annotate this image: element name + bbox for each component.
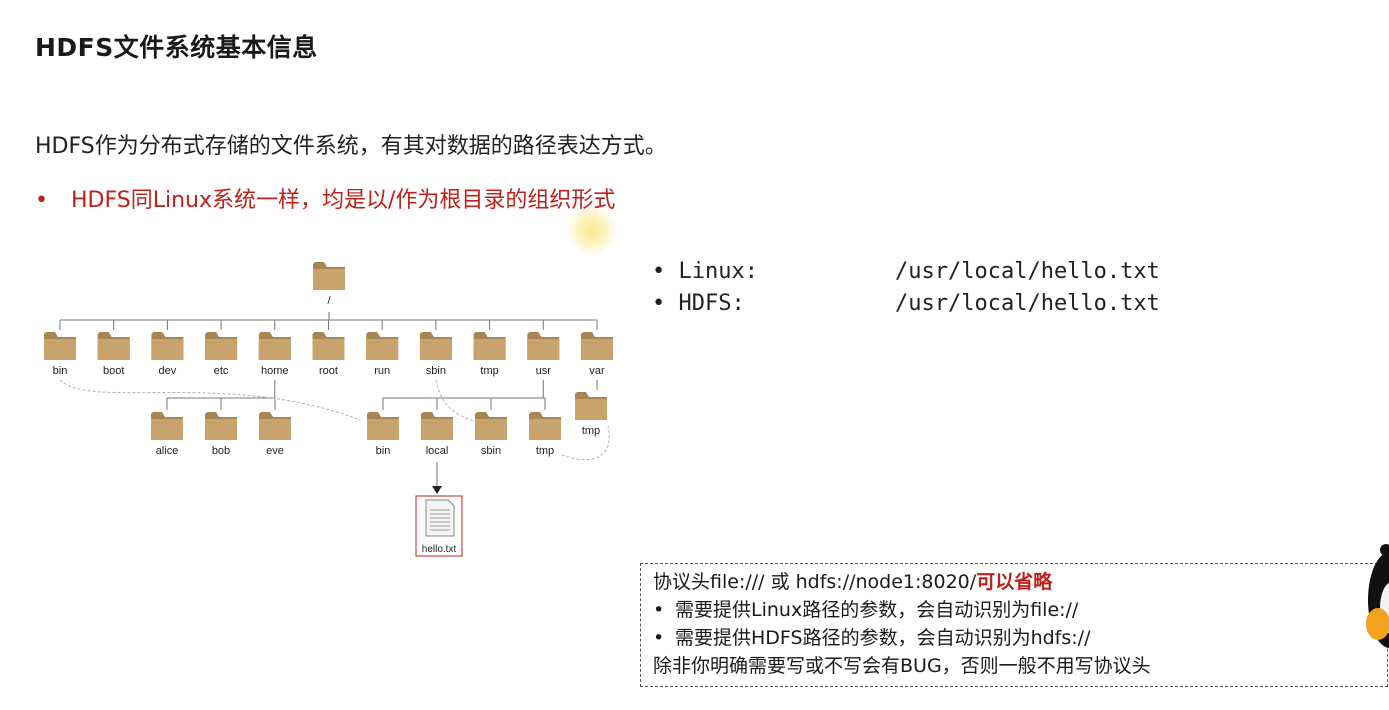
- path-row-linux: • Linux: /usr/local/hello.txt: [652, 256, 1160, 288]
- folder-root: root: [312, 332, 345, 377]
- folder-label: local: [426, 445, 449, 457]
- folder-run: run: [366, 332, 399, 377]
- folder-label: tmp: [536, 445, 554, 457]
- penguin-mascot-icon: [1366, 544, 1389, 648]
- protocol-note-box: 协议头file:/// 或 hdfs://node1:8020/可以省略 • 需要…: [640, 563, 1388, 687]
- link-sbin: [435, 379, 479, 423]
- note-line-1: 协议头file:/// 或 hdfs://node1:8020/可以省略: [653, 568, 1387, 596]
- folder-etc: etc: [205, 332, 238, 377]
- file-label: hello.txt: [422, 544, 457, 555]
- path-label: • Linux:: [652, 259, 758, 284]
- folder-var: var: [581, 332, 613, 377]
- folder-label: home: [261, 365, 289, 377]
- path-value: /usr/local/hello.txt: [895, 291, 1160, 316]
- folder-label: bin: [53, 365, 68, 377]
- folder-bob: bob: [205, 412, 237, 457]
- link-bin: [59, 379, 361, 421]
- folder-label: eve: [266, 445, 284, 457]
- directory-tree-diagram: / bin boot dev etc home root run sbin tmp usr var al…: [44, 262, 613, 557]
- folder-var-tmp: tmp: [575, 392, 607, 437]
- slide-title: HDFS文件系统基本信息: [35, 33, 318, 62]
- folder-label: usr: [536, 365, 552, 377]
- note-bullet: •: [653, 599, 665, 621]
- folder-boot: boot: [97, 332, 130, 377]
- note-item-text: 需要提供Linux路径的参数，会自动识别为file://: [675, 599, 1079, 621]
- folder-label: /: [327, 295, 331, 307]
- path-row-hdfs: • HDFS: /usr/local/hello.txt: [652, 288, 1160, 320]
- folder-label: dev: [159, 365, 177, 377]
- path-value: /usr/local/hello.txt: [895, 259, 1160, 284]
- folder-dev: dev: [151, 332, 184, 377]
- folder-label: tmp: [582, 425, 600, 437]
- cursor-highlight: [566, 207, 618, 253]
- folder-label: alice: [156, 445, 179, 457]
- folder-bin: bin: [44, 332, 76, 377]
- intro-text: HDFS作为分布式存储的文件系统，有其对数据的路径表达方式。: [35, 134, 667, 159]
- folder-label: etc: [214, 365, 229, 377]
- arrow-down-icon: [432, 486, 442, 494]
- folder-tmp: tmp: [473, 332, 506, 377]
- folder-usr-local: local: [421, 412, 453, 457]
- red-bullet-text: HDFS同Linux系统一样，均是以/作为根目录的组织形式: [71, 188, 616, 213]
- note-red: 可以省略: [976, 571, 1053, 593]
- note-bullet: •: [653, 627, 665, 649]
- path-examples: • Linux: /usr/local/hello.txt • HDFS: /usr…: [652, 256, 1160, 320]
- note-prefix: 协议头file:/// 或 hdfs://node1:8020/: [653, 571, 977, 593]
- folder-home: home: [258, 332, 291, 377]
- folder-label: bob: [212, 445, 230, 457]
- folder-alice: alice: [151, 412, 183, 457]
- link-tmp: [561, 425, 610, 461]
- note-last: 除非你明确需要写或不写会有BUG，否则一般不用写协议头: [653, 655, 1151, 677]
- bullet-marker: •: [35, 188, 48, 213]
- folder-eve: eve: [259, 412, 291, 457]
- folder-label: run: [374, 365, 390, 377]
- folder-usr-bin: bin: [367, 412, 399, 457]
- folder-label: boot: [103, 365, 124, 377]
- path-label: • HDFS:: [652, 291, 745, 316]
- note-item: • 需要提供Linux路径的参数，会自动识别为file://: [653, 596, 1387, 624]
- red-bullet: • HDFS同Linux系统一样，均是以/作为根目录的组织形式: [35, 182, 615, 214]
- folder-label: root: [319, 365, 338, 377]
- folder-label: bin: [376, 445, 391, 457]
- file-hello: hello.txt: [415, 495, 463, 557]
- folder-sbin: sbin: [419, 332, 452, 377]
- folder-label: sbin: [426, 365, 446, 377]
- folder-label: var: [589, 365, 605, 377]
- folder-usr-sbin: sbin: [475, 412, 507, 457]
- note-item: • 需要提供HDFS路径的参数，会自动识别为hdfs://: [653, 624, 1387, 652]
- folder-usr-tmp: tmp: [529, 412, 561, 457]
- note-item-text: 需要提供HDFS路径的参数，会自动识别为hdfs://: [675, 627, 1091, 649]
- folder-label: tmp: [480, 365, 498, 377]
- folder-usr: usr: [527, 332, 560, 377]
- folder-label: sbin: [481, 445, 501, 457]
- folder-root: /: [313, 262, 345, 307]
